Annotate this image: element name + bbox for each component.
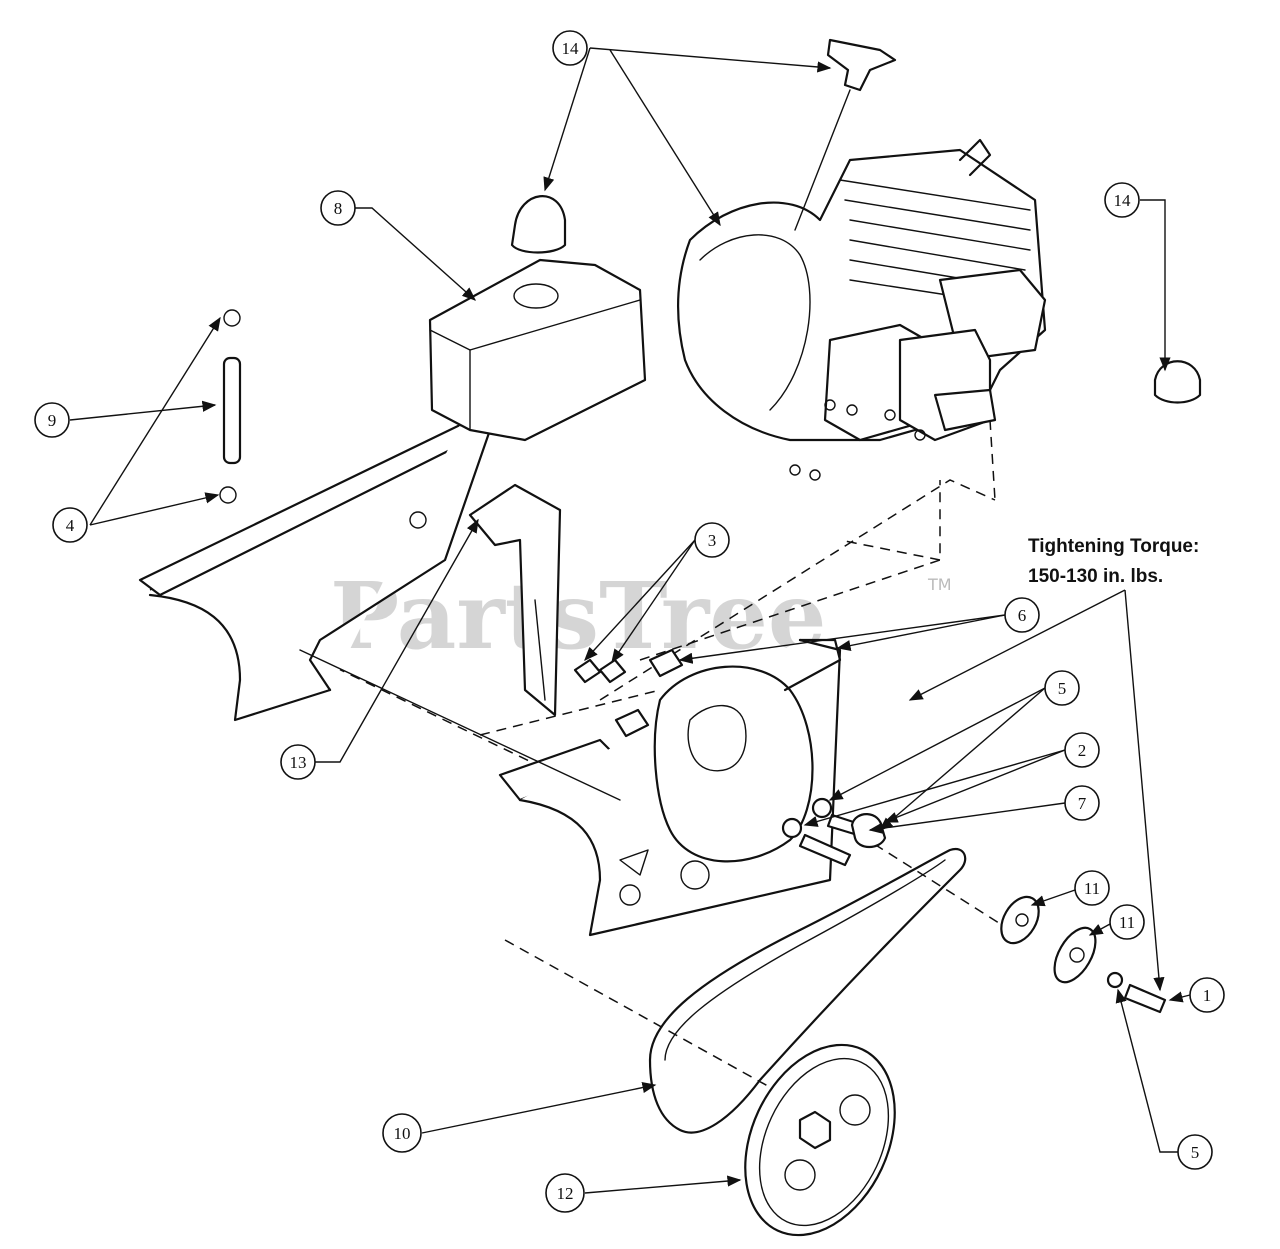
torque-note-line1: Tightening Torque:	[1028, 536, 1199, 557]
callout-3: 3	[694, 522, 730, 558]
bolts-3	[573, 658, 627, 684]
svg-text:2: 2	[1078, 741, 1087, 760]
svg-text:7: 7	[1078, 794, 1087, 813]
svg-text:13: 13	[290, 753, 307, 772]
switch	[1153, 360, 1202, 404]
callout-5-lower: 5	[1177, 1134, 1213, 1170]
svg-text:9: 9	[48, 411, 57, 430]
pulley	[744, 1043, 896, 1237]
bracket	[468, 483, 562, 717]
callout-9: 9	[34, 402, 70, 438]
svg-text:1: 1	[1203, 986, 1212, 1005]
svg-text:8: 8	[334, 199, 343, 218]
leaders	[69, 47, 1191, 1194]
callout-14-right: 14	[1104, 182, 1140, 218]
svg-text:14: 14	[1114, 191, 1132, 210]
svg-text:11: 11	[1084, 879, 1100, 898]
starter-handle	[794, 38, 897, 231]
svg-text:3: 3	[708, 531, 717, 550]
hardware	[781, 797, 887, 867]
primer-bulb	[510, 195, 567, 254]
belt	[648, 847, 967, 1134]
svg-text:4: 4	[66, 516, 75, 535]
callout-5-upper: 5	[1044, 670, 1080, 706]
callout-11-right: 11	[1109, 904, 1145, 940]
callout-4: 4	[52, 507, 88, 543]
callout-1: 1	[1189, 977, 1225, 1013]
svg-text:6: 6	[1018, 606, 1027, 625]
callout-8: 8	[320, 190, 356, 226]
callout-13: 13	[280, 744, 316, 780]
callout-14-top: 14	[552, 30, 588, 66]
torque-note-line2: 150-130 in. lbs.	[1028, 566, 1163, 587]
svg-text:5: 5	[1058, 679, 1067, 698]
fuel-line	[219, 309, 242, 504]
svg-text:14: 14	[562, 39, 580, 58]
spacers	[614, 648, 684, 738]
callout-6: 6	[1004, 597, 1040, 633]
svg-text:10: 10	[394, 1124, 411, 1143]
callout-11-left: 11	[1074, 870, 1110, 906]
washers	[1000, 895, 1167, 1014]
callout-7: 7	[1064, 785, 1100, 821]
svg-text:12: 12	[557, 1184, 574, 1203]
engine	[676, 138, 1047, 481]
svg-text:5: 5	[1191, 1143, 1200, 1162]
svg-text:11: 11	[1119, 913, 1135, 932]
callout-10: 10	[382, 1113, 422, 1153]
fuel-tank	[428, 258, 647, 442]
watermark-tm: TM	[927, 575, 952, 594]
callout-2: 2	[1064, 732, 1100, 768]
callout-12: 12	[545, 1173, 585, 1213]
